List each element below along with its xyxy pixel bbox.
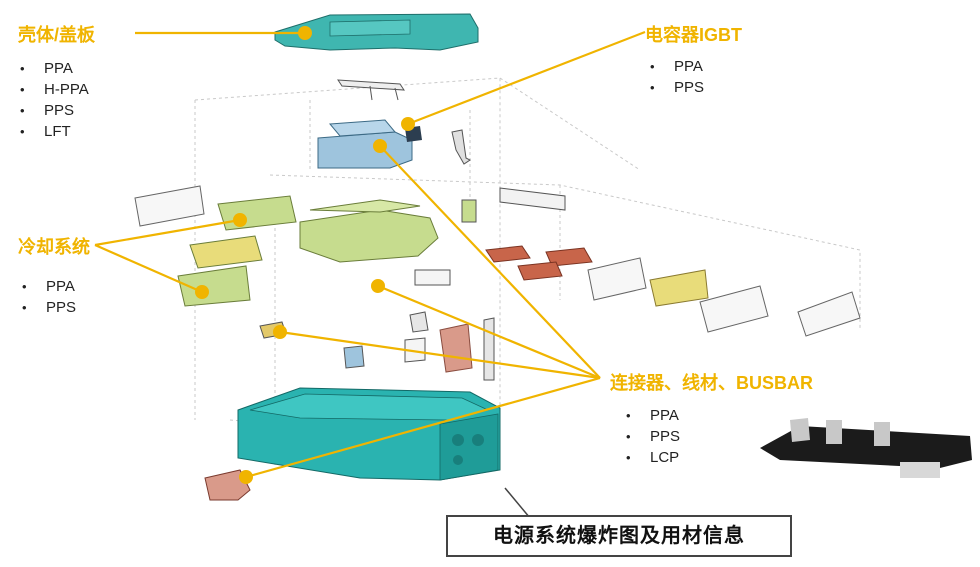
igbt-dot-top bbox=[401, 117, 415, 131]
material-item: PPS bbox=[650, 77, 704, 98]
material-item: PPS bbox=[626, 426, 680, 447]
material-item: PPS bbox=[20, 100, 89, 121]
leader-lines bbox=[94, 30, 646, 479]
capacitor-label: 电容器IGBT bbox=[645, 25, 742, 45]
connector-dot-2 bbox=[273, 325, 287, 339]
cooling-parts bbox=[177, 195, 709, 373]
capacitor-parts bbox=[485, 245, 593, 281]
connector-part bbox=[204, 469, 251, 501]
bracket-parts bbox=[259, 79, 566, 381]
pcb-boards bbox=[134, 185, 861, 337]
material-item: PPA bbox=[650, 56, 704, 77]
capacitor-materials: PPA PPS bbox=[650, 56, 704, 98]
igbt-dot-bottom bbox=[373, 139, 387, 153]
material-item: PPS bbox=[22, 297, 76, 318]
connector-dot-3 bbox=[239, 470, 253, 484]
material-item: PPA bbox=[20, 58, 89, 79]
material-item: H-PPA bbox=[20, 79, 89, 100]
cooling-materials: PPA PPS bbox=[22, 276, 76, 318]
busbar-photo bbox=[760, 418, 972, 478]
bottom-housing-part bbox=[237, 387, 501, 481]
material-item: PPA bbox=[22, 276, 76, 297]
material-item: PPA bbox=[626, 405, 680, 426]
diagram-caption: 电源系统爆炸图及用材信息 bbox=[446, 515, 792, 557]
top-cover-part bbox=[274, 13, 479, 51]
connector-dot-1 bbox=[371, 279, 385, 293]
igbt-module-part bbox=[317, 119, 422, 169]
callout-dots bbox=[195, 26, 415, 484]
caption-pointer bbox=[504, 487, 531, 519]
cooling-dot-top bbox=[233, 213, 247, 227]
material-item: LCP bbox=[626, 447, 680, 468]
housing-materials: PPA H-PPA PPS LFT bbox=[20, 58, 89, 142]
housing-dot bbox=[298, 26, 312, 40]
housing-label: 壳体/盖板 bbox=[18, 25, 96, 45]
cooling-label: 冷却系统 bbox=[18, 237, 90, 257]
connector-materials: PPA PPS LCP bbox=[626, 405, 680, 468]
connector-label: 连接器、线材、BUSBAR bbox=[610, 373, 814, 393]
cooling-dot-bottom bbox=[195, 285, 209, 299]
material-item: LFT bbox=[20, 121, 89, 142]
